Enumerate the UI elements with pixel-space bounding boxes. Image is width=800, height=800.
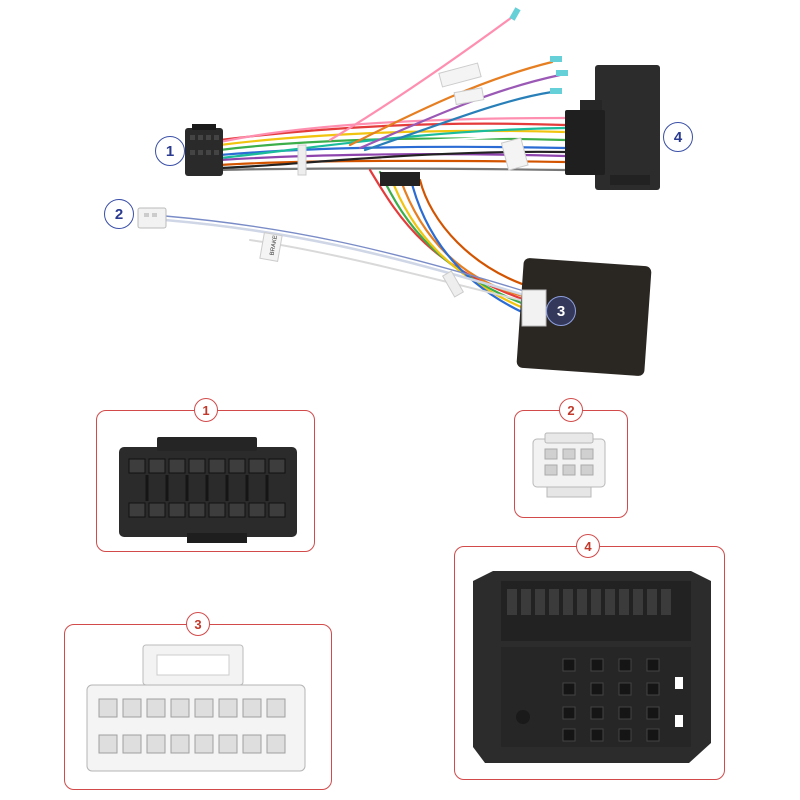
cable-tie bbox=[297, 144, 307, 176]
callout-4-label: 4 bbox=[673, 128, 683, 146]
connector-1-detail bbox=[119, 437, 297, 543]
panel-1-badge-label: 1 bbox=[202, 402, 210, 418]
panel-4-badge-label: 4 bbox=[584, 538, 592, 554]
heat-shrink bbox=[380, 172, 420, 186]
callout-1-label: 1 bbox=[165, 142, 175, 160]
connector-4-detail bbox=[473, 571, 711, 763]
panel-connector-3 bbox=[64, 624, 332, 790]
panel-connector-4 bbox=[454, 546, 725, 780]
panel-4-badge: 4 bbox=[576, 534, 600, 558]
wire-pins bbox=[509, 7, 568, 94]
panel-connector-2 bbox=[514, 410, 628, 518]
connector-1-top bbox=[185, 124, 223, 176]
cable-tie bbox=[441, 270, 465, 298]
panel-3-badge: 3 bbox=[186, 612, 210, 636]
panel-2-badge: 2 bbox=[559, 398, 583, 422]
panel-connector-1 bbox=[96, 410, 315, 552]
callout-3: 3 bbox=[546, 296, 576, 326]
callout-4: 4 bbox=[663, 122, 693, 152]
wire-bundle bbox=[163, 13, 567, 322]
connector-3-detail bbox=[86, 644, 306, 772]
connector-2-detail bbox=[532, 432, 606, 498]
callout-2: 2 bbox=[104, 199, 134, 229]
module-3-top bbox=[516, 258, 652, 376]
panel-2-badge-label: 2 bbox=[567, 402, 575, 418]
harness-illustration: BRAKE bbox=[137, 7, 660, 376]
brake-tag-text: BRAKE bbox=[270, 235, 279, 256]
connector-2-top bbox=[137, 207, 167, 229]
callout-3-label: 3 bbox=[556, 302, 566, 320]
connector-4-top bbox=[565, 65, 660, 190]
panel-3-badge-label: 3 bbox=[194, 616, 202, 632]
wire-tags: BRAKE bbox=[259, 62, 529, 262]
panel-1-badge: 1 bbox=[194, 398, 218, 422]
callout-2-label: 2 bbox=[114, 205, 124, 223]
callout-1: 1 bbox=[155, 136, 185, 166]
